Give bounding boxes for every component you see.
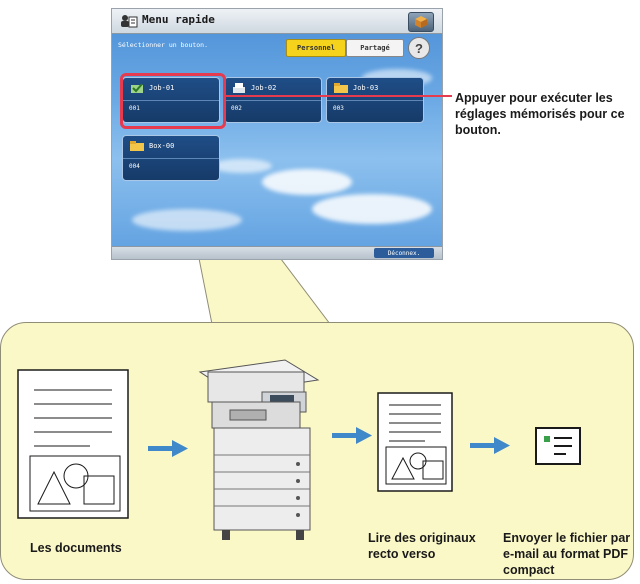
job-number: 004 (123, 158, 219, 180)
tab-personnel[interactable]: Personnel (286, 39, 346, 57)
bottom-bar: Déconnex. (112, 246, 442, 259)
job-name: Job-01 (149, 84, 175, 92)
help-button[interactable]: ? (408, 37, 430, 59)
folder-icon (130, 141, 144, 151)
job-number: 002 (225, 100, 321, 122)
check-document-icon (131, 83, 143, 93)
printer-icon (233, 83, 245, 93)
job-button-3[interactable]: Job-03 003 (326, 77, 424, 123)
cube-icon (415, 16, 427, 28)
email-document-icon (535, 427, 581, 465)
original-document-icon (17, 369, 129, 519)
step-label-read-duplex: Lire des originaux recto verso (368, 531, 476, 561)
folder-icon (334, 83, 348, 93)
job-number: 003 (327, 100, 423, 122)
cube-button[interactable] (408, 12, 434, 32)
arrow-right-icon (332, 427, 372, 444)
tab-partage[interactable]: Partagé (346, 39, 404, 57)
callout-text: Appuyer pour exécuter les réglages mémor… (455, 91, 625, 137)
job-number: 001 (123, 100, 219, 122)
step-label-send-email: Envoyer le fichier par e-mail au format … (503, 531, 631, 577)
arrow-right-icon (148, 440, 188, 457)
menu-rapide-icon (121, 15, 138, 28)
screen-title: Menu rapide (142, 13, 215, 26)
job-name: Job-03 (353, 84, 379, 92)
job-button-4[interactable]: Box-00 004 (122, 135, 220, 181)
arrow-right-icon (470, 437, 510, 454)
job-highlight-frame (120, 73, 226, 129)
step-label-documents: Les documents (30, 541, 122, 555)
instruction-text: Sélectionner un bouton. (118, 41, 209, 49)
job-button-2[interactable]: Job-02 002 (224, 77, 322, 123)
scanned-document-icon (377, 392, 453, 492)
logout-button[interactable]: Déconnex. (374, 248, 434, 258)
multifunction-printer-icon (198, 359, 320, 540)
job-name: Box-00 (149, 142, 175, 150)
device-screen: Menu rapide Sélectionner un bouton. Pers… (111, 8, 443, 260)
job-name: Job-02 (251, 84, 277, 92)
title-bar: Menu rapide (112, 9, 442, 34)
